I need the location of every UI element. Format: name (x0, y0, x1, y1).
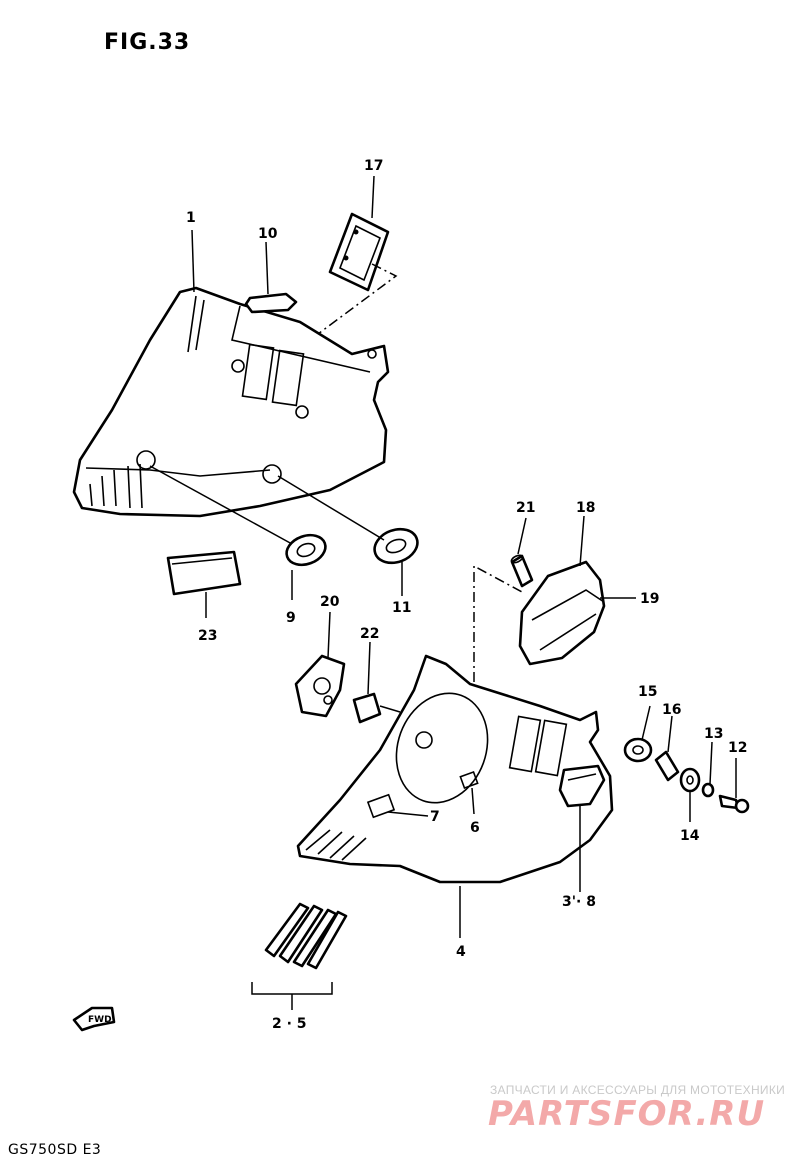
callout-22: 22 (360, 626, 379, 642)
watermark-subtitle: ЗАПЧАСТИ И АКСЕССУАРЫ ДЛЯ МОТОТЕХНИКИ (490, 1083, 786, 1097)
part-17-reflector (328, 212, 390, 292)
callout-16: 16 (662, 702, 681, 718)
leader-13 (709, 741, 713, 785)
callout-1: 1 (186, 210, 196, 226)
callout-9: 9 (286, 610, 296, 626)
part-18-cap-cover (518, 560, 606, 666)
leader-1 (191, 229, 195, 293)
leader-21 (517, 517, 527, 555)
leader-7 (387, 811, 429, 817)
callout-20: 20 (320, 594, 340, 610)
leader-10 (265, 241, 269, 295)
leader-22 (379, 705, 401, 713)
watermark-brand: PARTSFOR.RU (488, 1094, 766, 1134)
callout-4: 4 (456, 944, 466, 960)
part-23-cushion (166, 550, 242, 596)
callout-17: 17 (364, 158, 383, 174)
callout-15: 15 (638, 684, 657, 700)
part-16-spacer (654, 750, 680, 782)
part-20-lock-plate (294, 654, 346, 718)
leader-16 (667, 715, 673, 753)
leader-11 (277, 475, 385, 541)
fwd-arrow-icon: FWD (72, 1006, 116, 1032)
leader-17b (371, 175, 375, 219)
leader-2-5 (251, 982, 333, 1010)
callout-23: 23 (198, 628, 217, 644)
callout-3-8: 3'· 8 (562, 894, 596, 910)
callout-11: 11 (392, 600, 411, 616)
figure-title: FIG.33 (104, 30, 191, 55)
part-15-bushing (623, 737, 653, 763)
part-21-pin (510, 554, 534, 588)
callout-13: 13 (704, 726, 723, 742)
part-4-frame-cover-right (296, 654, 614, 884)
leader-17 (317, 263, 398, 335)
leader-18 (579, 515, 585, 567)
part-1-frame-cover-left (72, 286, 390, 518)
part-2-5-strips (264, 902, 348, 970)
callout-14: 14 (680, 828, 700, 844)
leader-20 (327, 611, 331, 659)
callout-2-5: 2 · 5 (272, 1016, 307, 1032)
callout-18: 18 (576, 500, 595, 516)
part-14-washer (679, 767, 701, 793)
leader-22b (367, 641, 371, 695)
callout-12: 12 (728, 740, 747, 756)
callout-19: 19 (640, 591, 659, 607)
part-12-screw (718, 794, 750, 814)
fwd-arrow-text: FWD (88, 1015, 112, 1025)
callout-6: 6 (470, 820, 480, 836)
part-9-grommet (285, 533, 327, 567)
callout-10: 10 (258, 226, 278, 242)
model-code: GS750SD E3 (8, 1142, 102, 1158)
leader-6 (473, 564, 523, 782)
callout-7: 7 (430, 809, 440, 825)
part-11-grommet (373, 527, 419, 565)
callout-21: 21 (516, 500, 535, 516)
leader-9 (149, 465, 293, 545)
part-22-gasket (352, 692, 382, 724)
part-13-lockwasher (701, 782, 715, 798)
part-10-grommet (244, 292, 298, 314)
leader-15 (641, 705, 651, 741)
leader-6b (471, 787, 475, 815)
